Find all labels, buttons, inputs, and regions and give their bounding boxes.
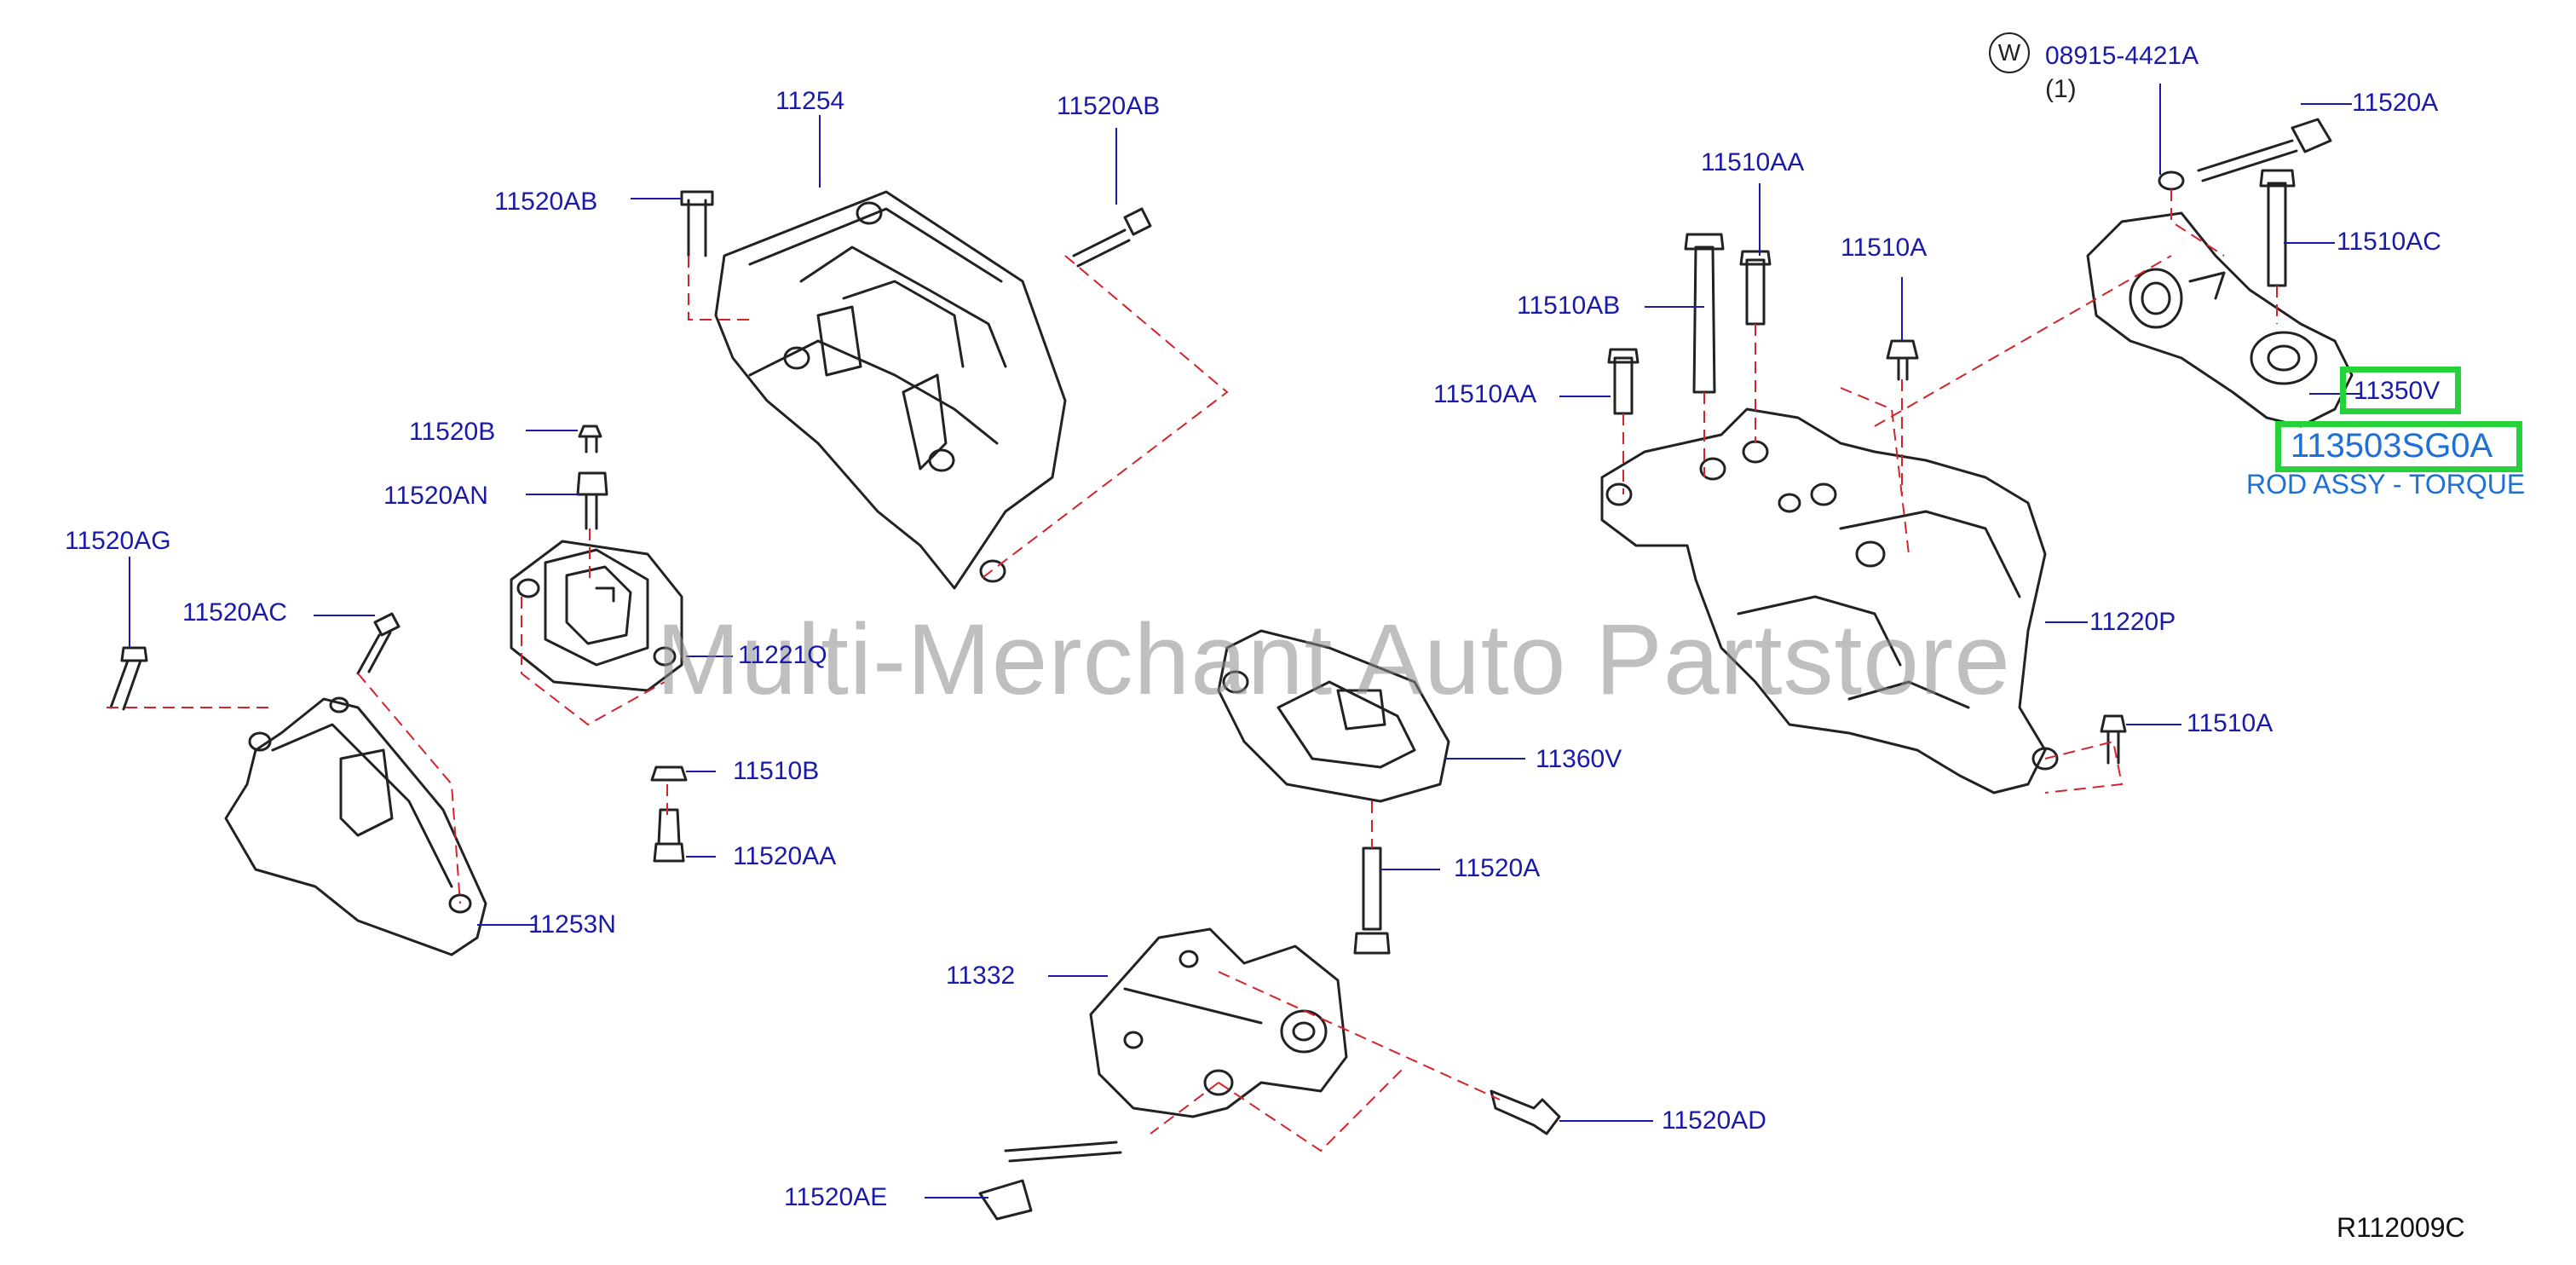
part-label-11520ae[interactable]: 11520AE — [784, 1183, 888, 1211]
part-label-11520ag[interactable]: 11520AG — [65, 527, 171, 555]
part-label-11520aa[interactable]: 11520AA — [733, 842, 837, 870]
highlighted-part-number[interactable]: 113503SG0A — [2291, 427, 2493, 465]
washer-quantity: (1) — [2045, 75, 2077, 103]
part-label-11510ac[interactable]: 11510AC — [2337, 228, 2441, 256]
part-label-11520ab-right[interactable]: 11520AB — [1057, 92, 1161, 120]
part-label-08915-4421a[interactable]: 08915-4421A — [2045, 42, 2199, 70]
engine-mount-11220p-part — [1600, 407, 2059, 794]
engine-bracket-11253n-part — [224, 696, 487, 956]
bolts — [109, 118, 2332, 1221]
part-label-11510b[interactable]: 11510B — [733, 757, 820, 785]
engine-bracket-part — [714, 190, 1067, 590]
washer-symbol-icon: W — [1989, 32, 2030, 73]
part-label-11221q[interactable]: 11221Q — [738, 641, 827, 669]
engine-mount-11221q-part — [510, 540, 683, 692]
part-label-11510aa-left[interactable]: 11510AA — [1433, 380, 1537, 408]
part-label-11332[interactable]: 11332 — [946, 962, 1016, 990]
part-label-11350v[interactable]: 11350V — [2354, 377, 2441, 405]
part-label-11510ab[interactable]: 11510AB — [1517, 292, 1621, 320]
part-label-11520a-bottom[interactable]: 11520A — [1454, 854, 1541, 882]
part-label-11510a-top[interactable]: 11510A — [1841, 234, 1928, 262]
part-label-11360v[interactable]: 11360V — [1536, 745, 1622, 773]
diagram-code: R112009C — [2337, 1212, 2465, 1243]
engine-mount-11360v-part — [1217, 629, 1450, 803]
part-label-11520b[interactable]: 11520B — [409, 418, 496, 446]
part-label-11520ab-left[interactable]: 11520AB — [494, 188, 598, 216]
part-label-11520ad[interactable]: 11520AD — [1662, 1106, 1766, 1135]
part-label-11520an[interactable]: 11520AN — [383, 482, 488, 510]
watermark: Multi-Merchant Auto Partstore — [656, 604, 2011, 716]
highlight-box-113503sg0a — [2275, 421, 2522, 472]
part-label-11520a-top[interactable]: 11520A — [2352, 89, 2439, 117]
highlight-box-11350v — [2340, 367, 2461, 414]
part-label-11510a-right[interactable]: 11510A — [2187, 709, 2273, 737]
part-label-11510aa-top[interactable]: 11510AA — [1701, 148, 1805, 176]
highlighted-part-description: ROD ASSY - TORQUE — [2246, 469, 2526, 500]
part-label-11520ac[interactable]: 11520AC — [182, 598, 287, 627]
part-label-11253n[interactable]: 11253N — [528, 910, 616, 939]
part-label-11220p[interactable]: 11220P — [2089, 608, 2176, 636]
engine-bracket-11332-part — [1089, 927, 1348, 1118]
part-label-11254[interactable]: 11254 — [775, 87, 845, 115]
